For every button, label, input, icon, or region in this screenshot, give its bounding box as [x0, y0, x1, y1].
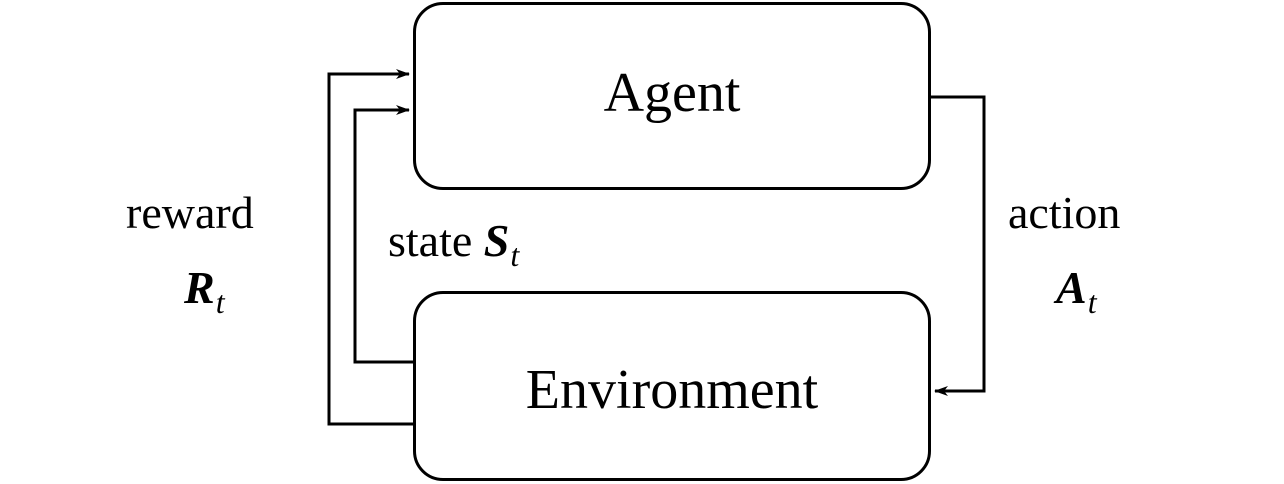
state-symbol-letter: S	[483, 215, 510, 266]
reward-label: reward	[126, 187, 254, 238]
agent-node: Agent	[413, 2, 931, 190]
reward-symbol-subscript: t	[215, 284, 225, 320]
action-arrow	[931, 95, 986, 396]
state-label-group: state St	[388, 215, 519, 272]
action-symbol: At	[1056, 262, 1097, 319]
action-symbol-letter: A	[1056, 262, 1087, 313]
reward-symbol-letter: R	[184, 262, 215, 313]
state-symbol-subscript: t	[510, 237, 520, 273]
action-label: action	[1008, 187, 1121, 238]
action-symbol-subscript: t	[1087, 284, 1097, 320]
reward-symbol: Rt	[184, 262, 225, 319]
agent-label: Agent	[603, 62, 741, 124]
environment-node: Environment	[413, 291, 931, 481]
reward-arrow	[327, 69, 413, 426]
state-arrow	[353, 105, 413, 364]
environment-label: Environment	[525, 359, 819, 421]
state-label: state	[388, 215, 473, 266]
